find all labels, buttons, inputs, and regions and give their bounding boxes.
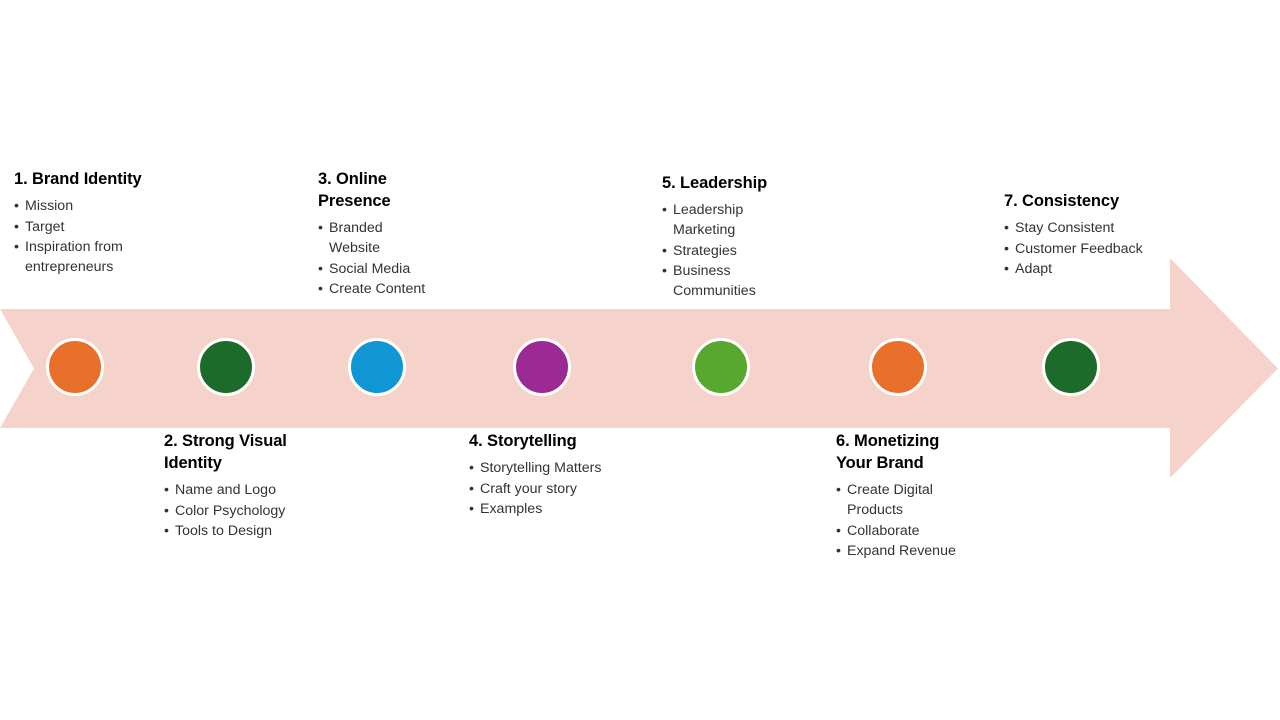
step-circle-7[interactable] bbox=[1042, 338, 1100, 396]
bullet-dot-icon: • bbox=[662, 242, 667, 259]
step-bullet-list-6: • Create Digital Products • Collaborate • Exp… bbox=[836, 480, 966, 561]
step-block-7: 7. Consistency • Stay Consistent • Customer … bbox=[1004, 190, 1144, 280]
bullet-dot-icon: • bbox=[1004, 220, 1009, 236]
step-bullet-label: Storytelling Matters bbox=[480, 460, 602, 476]
bullet-dot-icon: • bbox=[14, 218, 19, 235]
bullet-dot-icon: • bbox=[836, 482, 841, 498]
step-bullet-list-1: • Mission • Target • Inspiration from entrepr… bbox=[14, 196, 154, 277]
step-bullet-label: Create Digital Products bbox=[847, 482, 933, 518]
step-bullet-item: • Expand Revenue bbox=[836, 541, 966, 561]
step-title-6: 6. Monetizing Your Brand bbox=[836, 432, 940, 472]
step-bullet-label: Mission bbox=[25, 198, 74, 214]
bullet-dot-icon: • bbox=[836, 543, 841, 559]
step-bullet-item: • Name and Logo bbox=[164, 480, 288, 500]
step-title-2: 2. Strong Visual Identity bbox=[164, 432, 287, 472]
step-bullet-label: Examples bbox=[480, 501, 543, 517]
bullet-dot-icon: • bbox=[14, 239, 19, 255]
bullet-dot-icon: • bbox=[164, 502, 169, 519]
step-bullet-list-7: • Stay Consistent • Customer Feedback • Adapt bbox=[1004, 218, 1144, 279]
bullet-dot-icon: • bbox=[469, 480, 474, 497]
step-bullet-item: • Leadership Marketing bbox=[662, 200, 786, 240]
step-title-7: 7. Consistency bbox=[1004, 192, 1120, 210]
step-bullet-item: • Tools to Design bbox=[164, 521, 288, 541]
step-title-5: 5. Leadership bbox=[662, 174, 768, 192]
step-circle-6[interactable] bbox=[869, 338, 927, 396]
step-bullet-item: • Inspiration from entrepreneurs bbox=[14, 237, 154, 277]
bullet-dot-icon: • bbox=[1004, 261, 1009, 277]
step-bullet-label: Leadership Marketing bbox=[673, 202, 744, 238]
step-bullet-item: • Business Communities bbox=[662, 261, 786, 301]
step-bullet-label: Adapt bbox=[1015, 261, 1053, 277]
step-bullet-label: Branded Website bbox=[329, 220, 383, 256]
step-bullet-item: • Adapt bbox=[1004, 259, 1144, 279]
step-bullet-label: Strategies bbox=[673, 242, 737, 259]
step-bullet-item: • Strategies bbox=[662, 241, 786, 261]
step-block-1: 1. Brand Identity • Mission • Target • Inspira… bbox=[14, 168, 154, 278]
step-circle-3[interactable] bbox=[348, 338, 406, 396]
bullet-dot-icon: • bbox=[164, 523, 169, 539]
step-bullet-list-3: • Branded Website • Social Media • Create Con… bbox=[318, 218, 436, 299]
bullet-dot-icon: • bbox=[164, 482, 169, 498]
step-bullet-item: • Customer Feedback bbox=[1004, 239, 1144, 259]
bullet-dot-icon: • bbox=[662, 202, 667, 218]
step-bullet-label: Tools to Design bbox=[175, 523, 272, 539]
step-circle-5[interactable] bbox=[692, 338, 750, 396]
step-bullet-item: • Create Content bbox=[318, 279, 436, 299]
bullet-dot-icon: • bbox=[1004, 240, 1009, 257]
step-block-2: 2. Strong Visual Identity•Name and Logo•… bbox=[164, 430, 288, 542]
step-block-5: 5. Leadership • Leadership Marketing • Strat… bbox=[662, 172, 786, 302]
step-bullet-label: Craft your story bbox=[480, 480, 577, 497]
step-bullet-item: • Create Digital Products bbox=[836, 480, 966, 520]
step-bullet-label: Social Media bbox=[329, 260, 411, 277]
bullet-dot-icon: • bbox=[836, 522, 841, 539]
step-bullet-label: Target bbox=[25, 218, 65, 235]
step-bullet-item: • Examples bbox=[469, 499, 629, 519]
step-bullet-list-4: • Storytelling Matters • Craft your story • E… bbox=[469, 458, 629, 519]
step-bullet-label: Collaborate bbox=[847, 522, 920, 539]
step-bullet-list-5: • Leadership Marketing • Strategies • Busines… bbox=[662, 200, 786, 301]
step-block-4: 4. Storytelling • Storytelling Matters • Cra… bbox=[469, 430, 629, 520]
step-bullet-label: Customer Feedback bbox=[1015, 240, 1143, 257]
step-circle-2[interactable] bbox=[197, 338, 255, 396]
step-block-3: 3. Online Presence • Branded Website • Socia… bbox=[318, 168, 436, 300]
step-title-1: 1. Brand Identity bbox=[14, 170, 142, 188]
step-bullet-item: • Collaborate bbox=[836, 521, 966, 541]
step-bullet-item: • Color Psychology bbox=[164, 501, 288, 521]
step-circle-1[interactable] bbox=[46, 338, 104, 396]
step-bullet-item: • Stay Consistent bbox=[1004, 218, 1144, 238]
bullet-dot-icon: • bbox=[469, 501, 474, 517]
step-bullet-label: Color Psychology bbox=[175, 502, 286, 519]
step-bullet-list-2: • Name and Logo • Color Psychology • Tools to… bbox=[164, 480, 288, 541]
bullet-dot-icon: • bbox=[318, 260, 323, 277]
step-bullet-item: • Branded Website bbox=[318, 218, 436, 258]
step-title-3: 3. Online Presence bbox=[318, 170, 391, 210]
step-bullet-item: • Mission bbox=[14, 196, 154, 216]
step-circle-4[interactable] bbox=[513, 338, 571, 396]
step-bullet-item: • Storytelling Matters bbox=[469, 458, 629, 478]
step-block-6: 6. Monetizing Your Brand • Create Digital … bbox=[836, 430, 966, 562]
step-bullet-item: • Social Media bbox=[318, 259, 436, 279]
step-bullet-label: Expand Revenue bbox=[847, 543, 956, 559]
bullet-dot-icon: • bbox=[318, 220, 323, 236]
bullet-dot-icon: • bbox=[318, 281, 323, 297]
arrow-polygon bbox=[0, 258, 1278, 478]
bullet-dot-icon: • bbox=[662, 263, 667, 279]
step-bullet-label: Inspiration from entrepreneurs bbox=[25, 239, 123, 275]
bullet-dot-icon: • bbox=[469, 460, 474, 476]
step-title-4: 4. Storytelling bbox=[469, 432, 577, 450]
step-bullet-label: Business Communities bbox=[673, 263, 756, 299]
step-bullet-label: Stay Consistent bbox=[1015, 220, 1115, 236]
step-bullet-label: Create Content bbox=[329, 281, 426, 297]
step-bullet-item: • Craft your story bbox=[469, 479, 629, 499]
step-bullet-label: Name and Logo bbox=[175, 482, 276, 498]
bullet-dot-icon: • bbox=[14, 198, 19, 214]
step-bullet-item: • Target bbox=[14, 217, 154, 237]
